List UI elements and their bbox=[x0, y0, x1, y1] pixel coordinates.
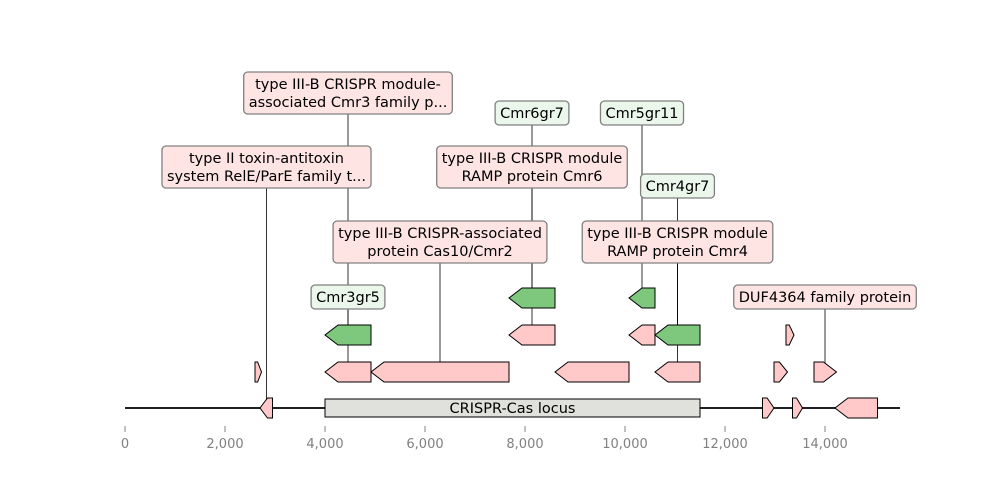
x-tick-label: 0 bbox=[121, 437, 129, 452]
gene-arrow bbox=[654, 361, 701, 383]
annotation-text: type II toxin-antitoxin bbox=[189, 151, 344, 167]
gene-arrow bbox=[834, 397, 878, 419]
annotation-box: Cmr6gr7 bbox=[494, 100, 570, 126]
gene-arrow bbox=[628, 324, 656, 346]
x-tick-label: 2,000 bbox=[206, 437, 243, 452]
annotation-text: Cmr6gr7 bbox=[500, 106, 564, 122]
gene-arrow bbox=[370, 361, 510, 383]
motif-arrow bbox=[654, 324, 701, 346]
annotation-box: type III-B CRISPR-associated protein Cas1… bbox=[332, 220, 548, 264]
motif-arrow bbox=[508, 287, 556, 309]
gene-arrow bbox=[254, 361, 263, 383]
annotation-text: DUF4364 family protein bbox=[739, 290, 912, 306]
annotation-box: Cmr3gr5 bbox=[310, 284, 386, 310]
annotation-frame bbox=[161, 145, 372, 189]
annotation-frame bbox=[436, 145, 628, 189]
annotation-box: type III-B CRISPR module-associated Cmr3… bbox=[243, 71, 453, 115]
annotation-text: Cmr4gr7 bbox=[646, 179, 710, 195]
x-tick-label: 6,000 bbox=[406, 437, 443, 452]
gene-arrow bbox=[792, 397, 804, 419]
annotation-labels: Cmr3gr5 DUF4364 family protein type III-B … bbox=[161, 71, 917, 310]
annotation-text: RAMP protein Cmr6 bbox=[462, 169, 603, 185]
annotation-text: type III-B CRISPR module- bbox=[255, 77, 441, 93]
annotation-text: system RelE/ParE family t... bbox=[167, 169, 366, 185]
x-tick-label: 10,000 bbox=[602, 437, 648, 452]
gene-arrow bbox=[762, 397, 775, 419]
annotation-frame bbox=[494, 100, 570, 126]
annotation-text: type III-B CRISPR-associated bbox=[338, 226, 542, 242]
annotation-text: associated Cmr3 family p... bbox=[249, 95, 448, 111]
annotation-frame bbox=[310, 284, 386, 310]
annotation-text: Cmr5gr11 bbox=[605, 106, 678, 122]
annotation-box: Cmr4gr7 bbox=[639, 173, 716, 199]
annotation-box: type II toxin-antitoxin system RelE/ParE … bbox=[161, 145, 372, 189]
annotation-text: type III-B CRISPR module bbox=[442, 151, 623, 167]
x-axis: 0 2,000 4,000 6,000 8,000 10,000 12,000 14,000 bbox=[121, 426, 848, 452]
annotation-text: type III-B CRISPR module bbox=[587, 226, 768, 242]
annotation-text: Cmr3gr5 bbox=[316, 290, 380, 306]
x-tick-label: 12,000 bbox=[702, 437, 748, 452]
annotation-box: Cmr5gr11 bbox=[599, 100, 685, 126]
region-box bbox=[324, 398, 701, 418]
crispr-cas-region: CRISPR-Cas locus bbox=[324, 398, 701, 418]
annotation-text: RAMP protein Cmr4 bbox=[607, 244, 748, 260]
annotation-frame bbox=[599, 100, 685, 126]
motif-arrow bbox=[628, 287, 656, 309]
annotation-frame bbox=[639, 173, 716, 199]
gene-arrow bbox=[259, 397, 273, 419]
annotation-frame bbox=[332, 220, 548, 264]
gene-arrow bbox=[785, 324, 795, 346]
region-label: CRISPR-Cas locus bbox=[450, 401, 576, 417]
annotation-frame bbox=[733, 284, 917, 310]
x-tick-label: 14,000 bbox=[802, 437, 848, 452]
annotation-text: protein Cas10/Cmr2 bbox=[367, 244, 513, 260]
gene-arrow bbox=[554, 361, 630, 383]
gene-arrow bbox=[324, 361, 372, 383]
annotation-frame bbox=[243, 71, 453, 115]
annotation-frame bbox=[581, 220, 774, 264]
gene-arrow bbox=[813, 361, 838, 383]
annotation-box: DUF4364 family protein bbox=[733, 284, 917, 310]
x-tick-label: 4,000 bbox=[306, 437, 343, 452]
gene-arrow bbox=[508, 324, 556, 346]
motif-arrow bbox=[324, 324, 372, 346]
gene-arrow bbox=[773, 361, 789, 383]
x-tick-label: 8,000 bbox=[506, 437, 543, 452]
feature-track bbox=[254, 287, 878, 419]
